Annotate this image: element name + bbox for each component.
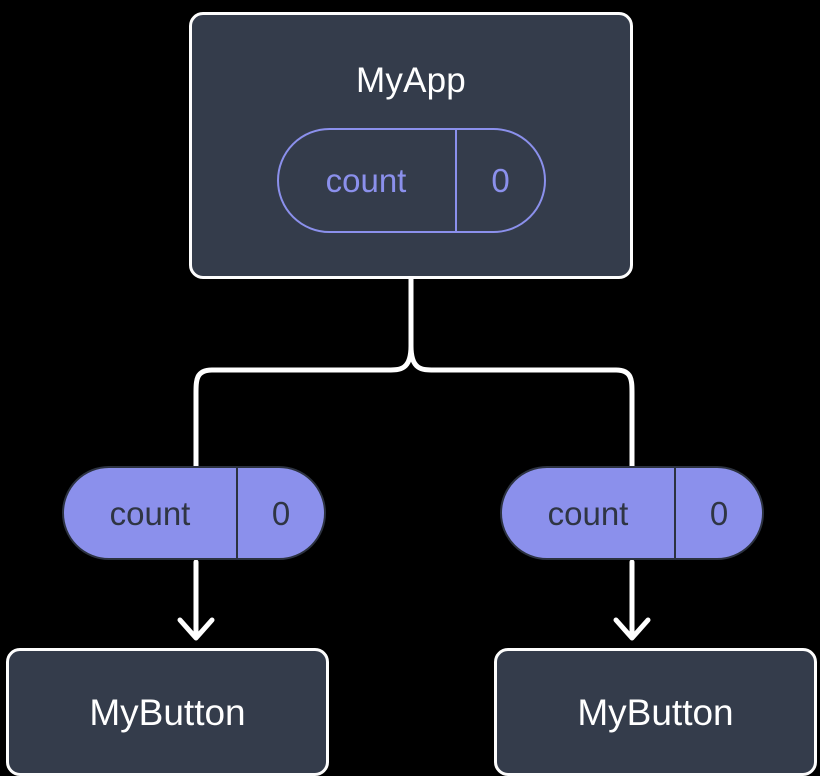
edge-branch-right <box>408 343 635 469</box>
component-title-myapp: MyApp <box>356 61 466 100</box>
edge-arrow-left-head <box>177 617 215 641</box>
state-pill-right[interactable]: count 0 <box>500 466 764 560</box>
state-pill-root-value: 0 <box>455 130 544 231</box>
edge-branch-left <box>193 343 414 469</box>
component-node-mybutton-left[interactable]: MyButton <box>6 648 329 776</box>
state-pill-root[interactable]: count 0 <box>277 128 546 233</box>
state-pill-right-value: 0 <box>674 468 762 558</box>
edge-arrow-right-head <box>613 617 651 641</box>
state-pill-left-value: 0 <box>236 468 324 558</box>
component-node-mybutton-right[interactable]: MyButton <box>494 648 817 776</box>
state-pill-left-key: count <box>109 494 191 532</box>
state-pill-left[interactable]: count 0 <box>62 466 326 560</box>
state-pill-root-key: count <box>325 162 407 199</box>
state-pill-right-key: count <box>547 494 629 532</box>
component-title-mybutton-left: MyButton <box>89 691 246 733</box>
component-title-mybutton-right: MyButton <box>577 691 734 733</box>
